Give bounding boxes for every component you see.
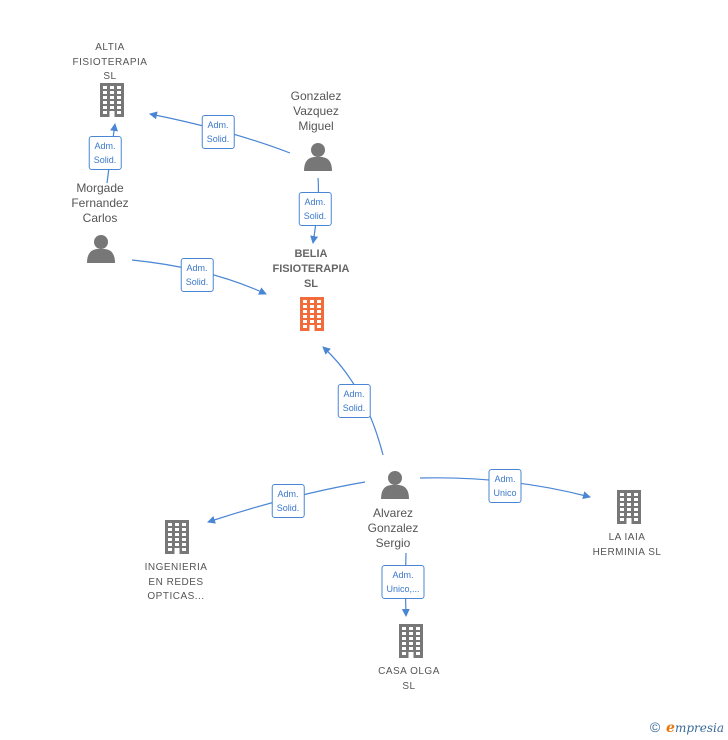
edge-label-alvarez-laiaia[interactable]: Adm. Unico	[488, 469, 522, 503]
person-icon[interactable]	[303, 141, 333, 176]
building-icon[interactable]	[299, 297, 325, 336]
edge-label-gonzalez-altia[interactable]: Adm. Solid.	[201, 115, 235, 149]
edge-label-gonzalez-belia[interactable]: Adm. Solid.	[298, 192, 332, 226]
node-label-ingenieria[interactable]: INGENIERIA EN REDES OPTICAS...	[144, 562, 208, 602]
edge-label-morgade-altia[interactable]: Adm. Solid.	[88, 136, 122, 170]
edge-label-morgade-belia[interactable]: Adm. Solid.	[180, 258, 214, 292]
brand-name: mpresia	[674, 721, 724, 735]
building-icon[interactable]	[398, 624, 424, 663]
node-label-belia[interactable]: BELIA FISIOTERAPIA SL	[272, 248, 350, 290]
node-label-gonzalez[interactable]: Gonzalez Vazquez Miguel	[290, 89, 342, 133]
edge-label-alvarez-belia[interactable]: Adm. Solid.	[337, 384, 371, 418]
building-icon[interactable]	[164, 520, 190, 559]
node-label-morgade[interactable]: Morgade Fernandez Carlos	[71, 181, 129, 225]
node-label-laiaia[interactable]: LA IAIA HERMINIA SL	[592, 532, 662, 558]
person-icon[interactable]	[380, 469, 410, 504]
copyright-icon: ©	[649, 719, 661, 735]
node-label-altia[interactable]: ALTIA FISIOTERAPIA SL	[72, 42, 148, 82]
copyright-brand[interactable]: © empresia	[650, 719, 724, 736]
node-label-casaolga[interactable]: CASA OLGA SL	[378, 666, 440, 692]
building-icon[interactable]	[99, 83, 125, 122]
person-icon[interactable]	[86, 233, 116, 268]
building-icon[interactable]	[616, 490, 642, 529]
node-label-alvarez[interactable]: Alvarez Gonzalez Sergio	[367, 506, 419, 550]
edge-label-alvarez-ingenieria[interactable]: Adm. Solid.	[271, 484, 305, 518]
brand-initial: e	[666, 720, 675, 736]
edge-label-alvarez-casaolga[interactable]: Adm. Unico,...	[381, 565, 425, 599]
